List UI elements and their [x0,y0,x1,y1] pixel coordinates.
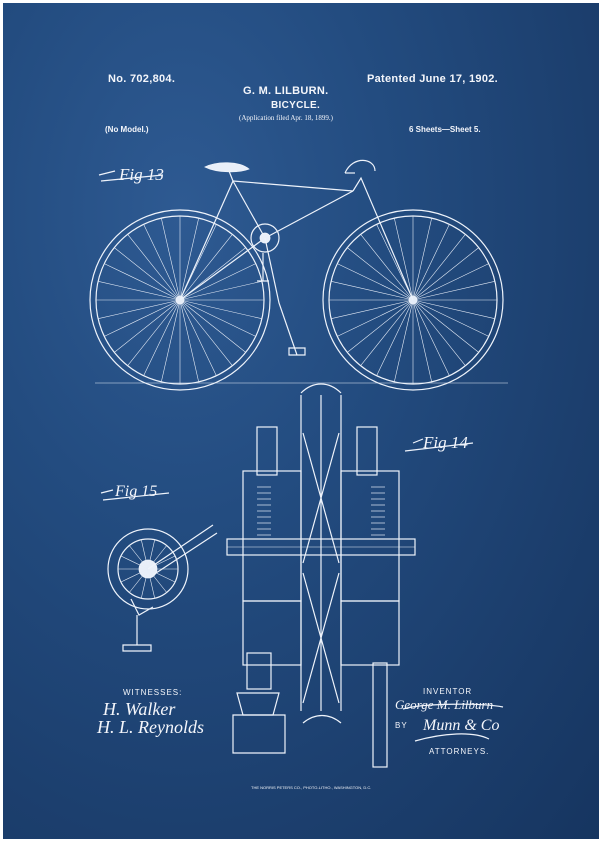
bicycle-figure [89,159,508,391]
front-wheel-spoke [347,299,414,353]
fig14-section [226,383,416,768]
front-wheel-spoke [337,299,414,337]
rear-wheel-spoke [179,299,246,353]
front-wheel-spoke [412,299,450,376]
rear-wheel-spoke [127,299,181,366]
application-date: (Application filed Apr. 18, 1899.) [239,114,333,122]
rear-wheel [89,209,271,391]
front-wheel-spoke [412,224,450,301]
inventor-name: G. M. LILBURN. [243,85,329,97]
fig15-spoke [147,539,155,570]
rear-wheel-spoke [179,299,262,319]
rear-wheel-spoke [104,299,181,337]
model-note: (No Model.) [105,125,149,134]
front-wheel-spoke [347,247,414,301]
rear-wheel-spoke [161,299,181,382]
fig15-spoke [141,568,149,599]
rear-wheel-spoke [161,218,181,301]
fig15-spoke [129,568,149,593]
fig13-underline [98,170,474,501]
rear-wheel-spoke [114,299,181,353]
front-wheel-spoke [394,218,414,301]
patent-number: No. 702,804. [108,73,176,85]
rear-wheel-spoke [179,299,199,382]
patented-date: Patented June 17, 1902. [367,73,499,85]
front-wheel-spoke [412,247,479,301]
rear-wheel-spoke [179,299,233,366]
rear-wheel-spoke [104,263,181,301]
patent-title: BICYCLE. [271,100,321,111]
fig15-spoke [120,568,149,583]
sheet-count: 6 Sheets—Sheet 5. [409,125,481,134]
fig15-spoke [141,539,149,570]
inventor-label: INVENTOR [423,687,473,696]
fig15-detail [107,524,218,652]
front-wheel-spoke [412,218,432,301]
front-wheel-spoke [360,234,414,301]
front-wheel-spoke [337,263,414,301]
fig15-spoke [129,545,149,570]
rear-wheel-spoke [179,247,246,301]
signature-marks [402,703,504,742]
witnesses-label: WITNESSES: [123,688,183,697]
rear-wheel-spoke [127,234,181,301]
rear-wheel-spoke [179,299,217,376]
front-wheel-spoke [412,263,489,301]
by-label: BY [395,721,408,730]
rear-wheel-spoke [179,281,262,301]
front-wheel-spoke [331,281,414,301]
front-wheel-spoke [376,299,414,376]
witness-signature-2: H. L. Reynolds [97,717,204,737]
rear-wheel-spoke [98,281,181,301]
inventor-signature: George M. Lilburn [395,697,494,712]
front-wheel-spoke [376,224,414,301]
rear-wheel-spoke [143,224,181,301]
front-wheel-spoke [412,299,495,319]
front-wheel-spoke [412,234,466,301]
patent-sheet: No. 702,804. G. M. LILBURN. BICYCLE. (Ap… [3,3,599,839]
bicycle-frame [95,159,508,384]
fig15-spoke [147,568,155,599]
rear-wheel-spoke [179,218,199,301]
fig15-spoke [147,568,176,583]
front-wheel-spoke [360,299,414,366]
printer-credit: THE NORRIS PETERS CO., PHOTO-LITHO., WAS… [251,785,372,790]
rear-wheel-spoke [143,299,181,376]
fig15-spoke [147,555,176,570]
front-wheel-spoke [412,299,479,353]
front-wheel-spoke [394,299,414,382]
attorneys-label: ATTORNEYS. [429,747,490,756]
figure-label-13: Fig 13 [119,165,164,184]
rear-wheel-spoke [98,299,181,319]
front-wheel-spoke [412,299,466,366]
fig15-spoke [120,555,149,570]
rear-wheel-spoke [179,299,256,337]
front-wheel-spoke [412,281,495,301]
witness-signature-1: H. Walker [103,699,176,719]
fig15-spoke [147,568,167,593]
fig15-spoke [147,545,167,570]
rear-wheel-spoke [114,247,181,301]
front-wheel-spoke [331,299,414,319]
front-wheel [322,209,504,391]
front-wheel-spoke [412,299,489,337]
attorney-signature: Munn & Co [423,717,500,734]
front-wheel-spoke [412,299,432,382]
rear-wheel-spoke [179,234,233,301]
rear-wheel-spoke [179,263,256,301]
patent-drawing [89,159,508,768]
